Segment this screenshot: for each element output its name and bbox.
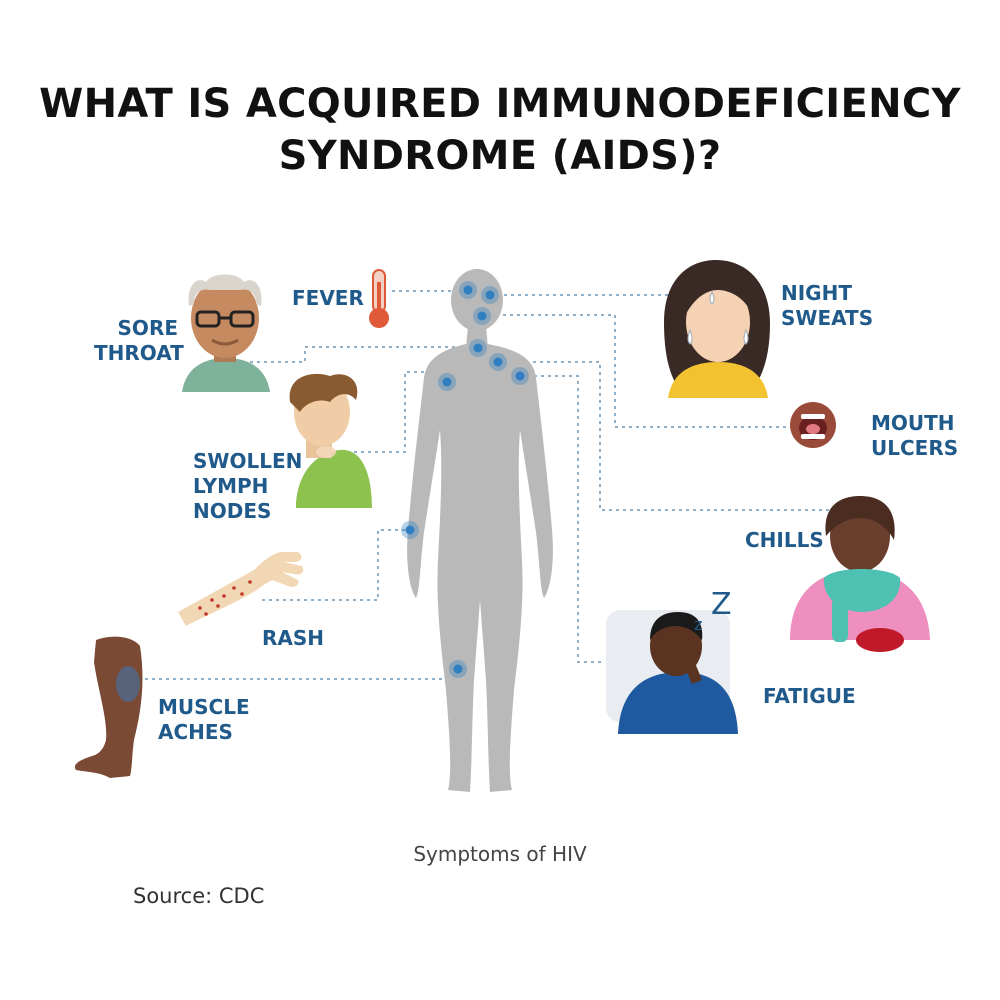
label-sore-throat-line-2: THROAT (94, 341, 184, 365)
connector-fatigue (520, 375, 605, 663)
label-night-sweats-line-1: NIGHT (781, 281, 852, 305)
marker-swollen-lymph (438, 373, 456, 391)
marker-fatigue (511, 367, 529, 385)
woman-chills-illustration (790, 496, 930, 652)
woman-night-sweats-illustration (664, 260, 770, 398)
young-man-swollen-lymph-illustration (289, 373, 372, 508)
label-muscle-aches: MUSCLE ACHES (158, 695, 250, 745)
diagram-caption: Symptoms of HIV (413, 842, 587, 866)
label-muscle-aches-line-1: MUSCLE (158, 695, 250, 719)
marker-sore-throat (469, 339, 487, 357)
man-fatigue-illustration (606, 610, 738, 734)
connector-rash (262, 529, 410, 601)
label-mouth-ulcers: MOUTH ULCERS (871, 411, 958, 461)
label-fatigue: FATIGUE (763, 684, 856, 708)
label-sore-throat: SORE THROAT (94, 316, 184, 366)
label-mouth-ulcers-line-2: ULCERS (871, 436, 959, 460)
arm-rash-illustration (178, 552, 304, 626)
marker-night-sweats (481, 286, 499, 304)
sleep-z-small: z (694, 615, 703, 634)
body-silhouette (407, 269, 553, 792)
title-line-2: SYNDROME (AIDS)? (278, 133, 722, 179)
thermometer-icon (369, 269, 389, 328)
mouth-ulcers-icon (790, 402, 836, 448)
connector-sore-throat (250, 346, 478, 363)
label-fever: FEVER (292, 286, 364, 310)
connector-chills (498, 361, 830, 511)
label-night-sweats-line-2: SWEATS (781, 306, 874, 330)
label-muscle-aches-line-2: ACHES (158, 720, 233, 744)
label-swollen-lymph-nodes-line-3: NODES (193, 499, 272, 523)
page-title: WHAT IS ACQUIRED IMMUNODEFICIENCY SYNDRO… (0, 78, 1000, 182)
marker-chills (489, 353, 507, 371)
label-mouth-ulcers-line-1: MOUTH (871, 411, 955, 435)
connector-lines (145, 290, 830, 680)
label-sore-throat-line-1: SORE (117, 316, 178, 340)
connector-mouth-ulcers (482, 314, 790, 428)
title-line-1: WHAT IS ACQUIRED IMMUNODEFICIENCY (39, 81, 961, 127)
marker-muscle-aches (449, 660, 467, 678)
label-night-sweats: NIGHT SWEATS (781, 281, 873, 331)
marker-mouth-ulcers (473, 307, 491, 325)
marker-rash (401, 521, 419, 539)
label-swollen-lymph-nodes: SWOLLEN LYMPH NODES (193, 449, 302, 524)
sleep-z-large: Z (711, 587, 732, 622)
marker-fever (459, 281, 477, 299)
leg-muscle-aches-illustration (74, 636, 143, 778)
label-chills: CHILLS (745, 528, 824, 552)
label-rash: RASH (262, 626, 325, 650)
body-markers (401, 281, 529, 678)
label-swollen-lymph-nodes-line-2: LYMPH (193, 474, 269, 498)
label-swollen-lymph-nodes-line-1: SWOLLEN (193, 449, 303, 473)
source-note: Source: CDC (133, 884, 265, 908)
older-man-sore-throat-illustration (182, 274, 270, 392)
connector-swollen-lymph (340, 371, 447, 453)
